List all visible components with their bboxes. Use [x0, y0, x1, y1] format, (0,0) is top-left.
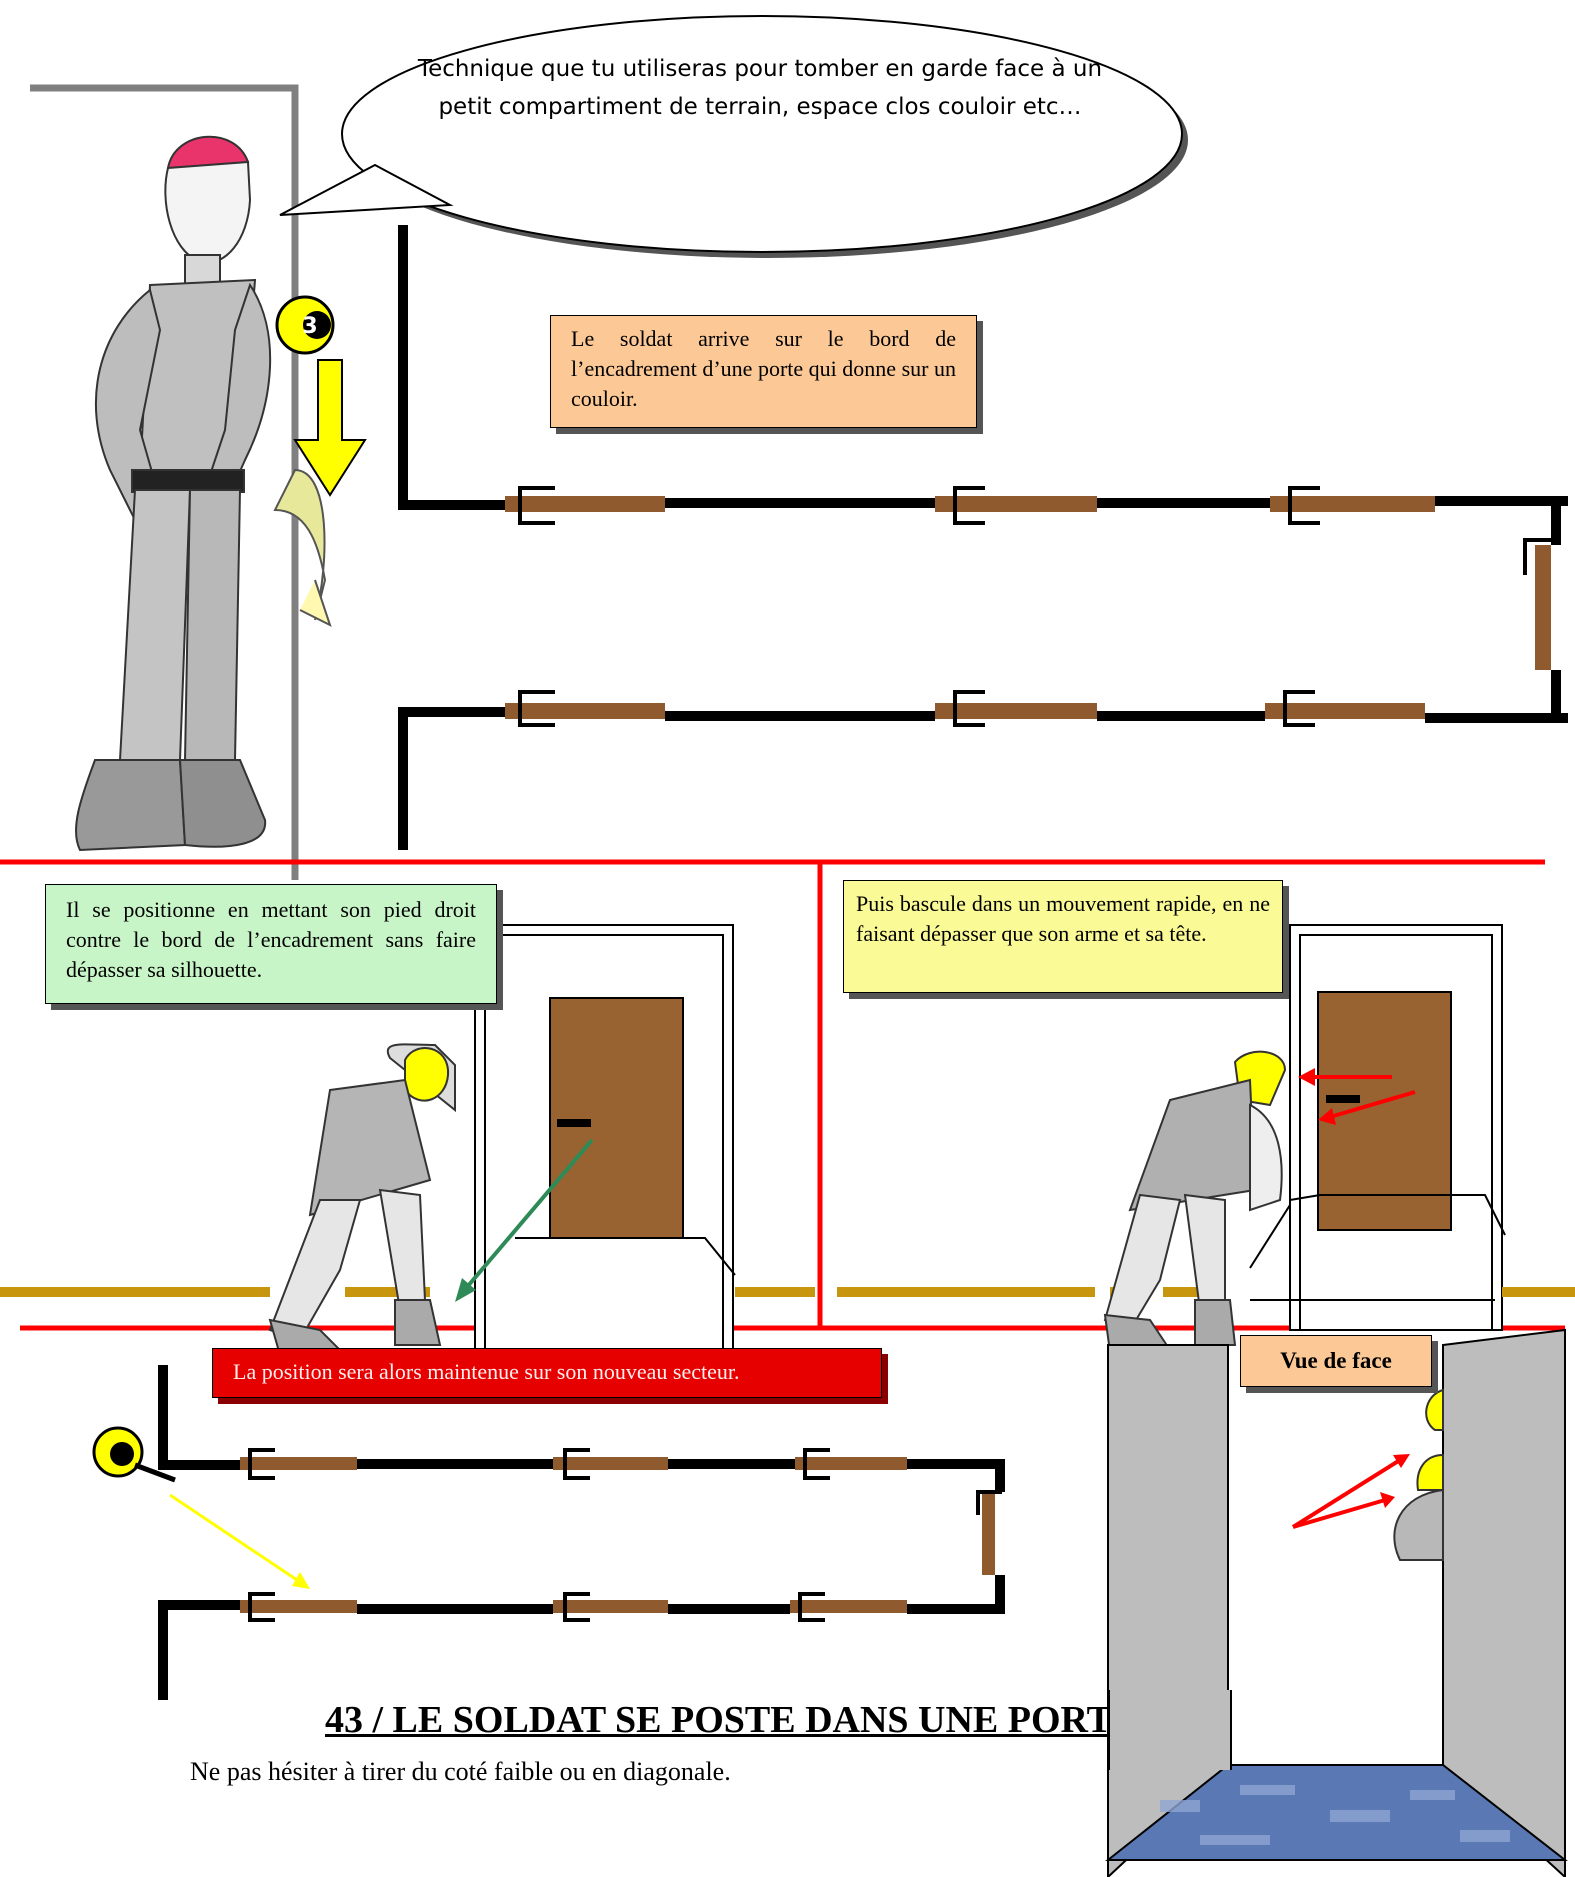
- caption-maintenue: La position sera alors maintenue sur son…: [212, 1348, 882, 1398]
- corner-wall-top-left: [30, 84, 299, 880]
- section-subtext: Ne pas hésiter à tirer du coté faible ou…: [190, 1757, 731, 1786]
- doorway-scene-left: [0, 924, 815, 1357]
- badge-number: 3: [302, 314, 317, 339]
- front-view-doorway: [1105, 1328, 1568, 1877]
- caption-vue-de-face: Vue de face: [1240, 1335, 1432, 1387]
- section-heading: 43 / LE SOLDAT SE POSTE DANS UNE PORTE :: [325, 1699, 1160, 1741]
- speech-bubble-shape: [279, 15, 1188, 258]
- corridor-plan-bottom: [92, 1365, 1005, 1700]
- movement-arrows: 3: [273, 295, 367, 627]
- caption-position: Il se positionne en mettant son pied dro…: [45, 884, 497, 1004]
- corridor-plan-top: [398, 225, 1568, 850]
- doorway-scene-right: [837, 924, 1575, 1354]
- caption-arrive: Le soldat arrive sur le bord de l’encadr…: [550, 315, 977, 428]
- caption-bascule: Puis bascule dans un mouvement rapide, e…: [843, 880, 1283, 993]
- front-view-wall-overlay: [1108, 1690, 1232, 1770]
- standing-soldier-figure: [74, 135, 272, 852]
- speech-bubble-text: Technique que tu utiliseras pour tomber …: [417, 56, 1103, 120]
